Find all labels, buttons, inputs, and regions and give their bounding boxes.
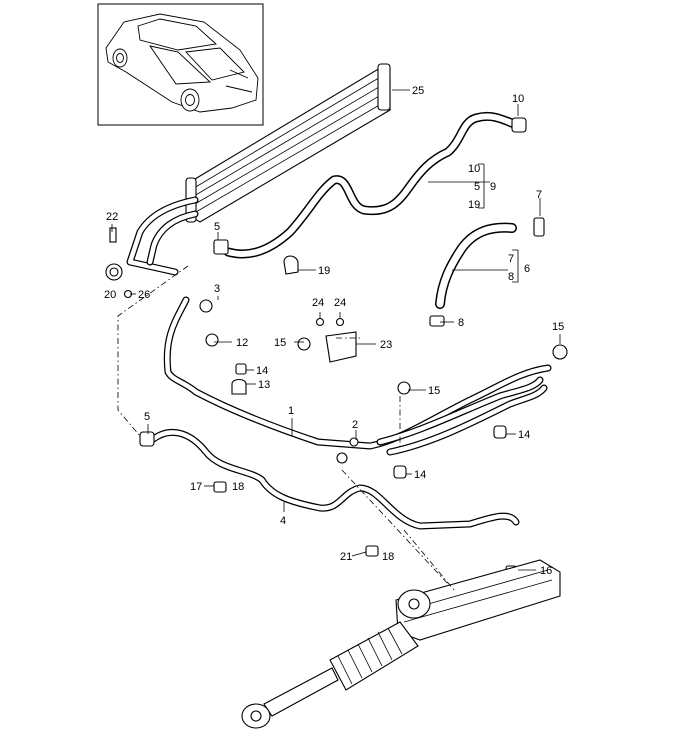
callout-4: 4 (280, 515, 286, 527)
guide-lines (117, 265, 455, 591)
callout-5-lower: 5 (144, 411, 150, 423)
callout-16: 16 (540, 565, 552, 577)
callout-14-lower: 14 (414, 469, 426, 481)
callout-17: 17 (190, 481, 202, 493)
callout-15-left: 15 (274, 337, 286, 349)
small-parts (105, 117, 568, 579)
steering-rack (241, 559, 561, 729)
callout-25: 25 (412, 85, 424, 97)
callout-12: 12 (236, 337, 248, 349)
callout-labels: 25 10 10 5 9 19 7 7 6 8 8 22 20 26 5 19 … (104, 85, 564, 577)
vehicle-inset (97, 3, 264, 126)
callout-10-top: 10 (512, 93, 524, 105)
callout-8: 8 (458, 317, 464, 329)
callout-19: 19 (318, 265, 330, 277)
callout-7-top: 7 (536, 189, 542, 201)
callout-23: 23 (380, 339, 392, 351)
callout-18-right: 18 (382, 551, 394, 563)
callout-3: 3 (214, 283, 220, 295)
callout-1: 1 (288, 405, 294, 417)
callout-18-left: 18 (232, 481, 244, 493)
callout-14-right: 14 (518, 429, 530, 441)
callout-7-group: 7 (508, 253, 514, 265)
callout-20: 20 (104, 289, 116, 301)
callout-24-left: 24 (312, 297, 324, 309)
callout-5-group: 5 (474, 181, 480, 193)
callout-13: 13 (258, 379, 270, 391)
callout-10-group: 10 (468, 163, 480, 175)
callout-2: 2 (352, 419, 358, 431)
callout-14-upper: 14 (256, 365, 268, 377)
callout-9: 9 (490, 181, 496, 193)
leader-lines (111, 89, 561, 571)
callout-22: 22 (106, 211, 118, 223)
callout-24-right: 24 (334, 297, 346, 309)
callout-15-center: 15 (428, 385, 440, 397)
callout-5-upper: 5 (214, 221, 220, 233)
callout-8-group: 8 (508, 271, 514, 283)
oil-cooler (185, 63, 391, 223)
callout-6: 6 (524, 263, 530, 275)
hose-lines (126, 111, 552, 530)
callout-21: 21 (340, 551, 352, 563)
callout-19-group: 19 (468, 199, 480, 211)
callout-26: 26 (138, 289, 150, 301)
callout-15-right: 15 (552, 321, 564, 333)
car-illustration (105, 13, 259, 113)
